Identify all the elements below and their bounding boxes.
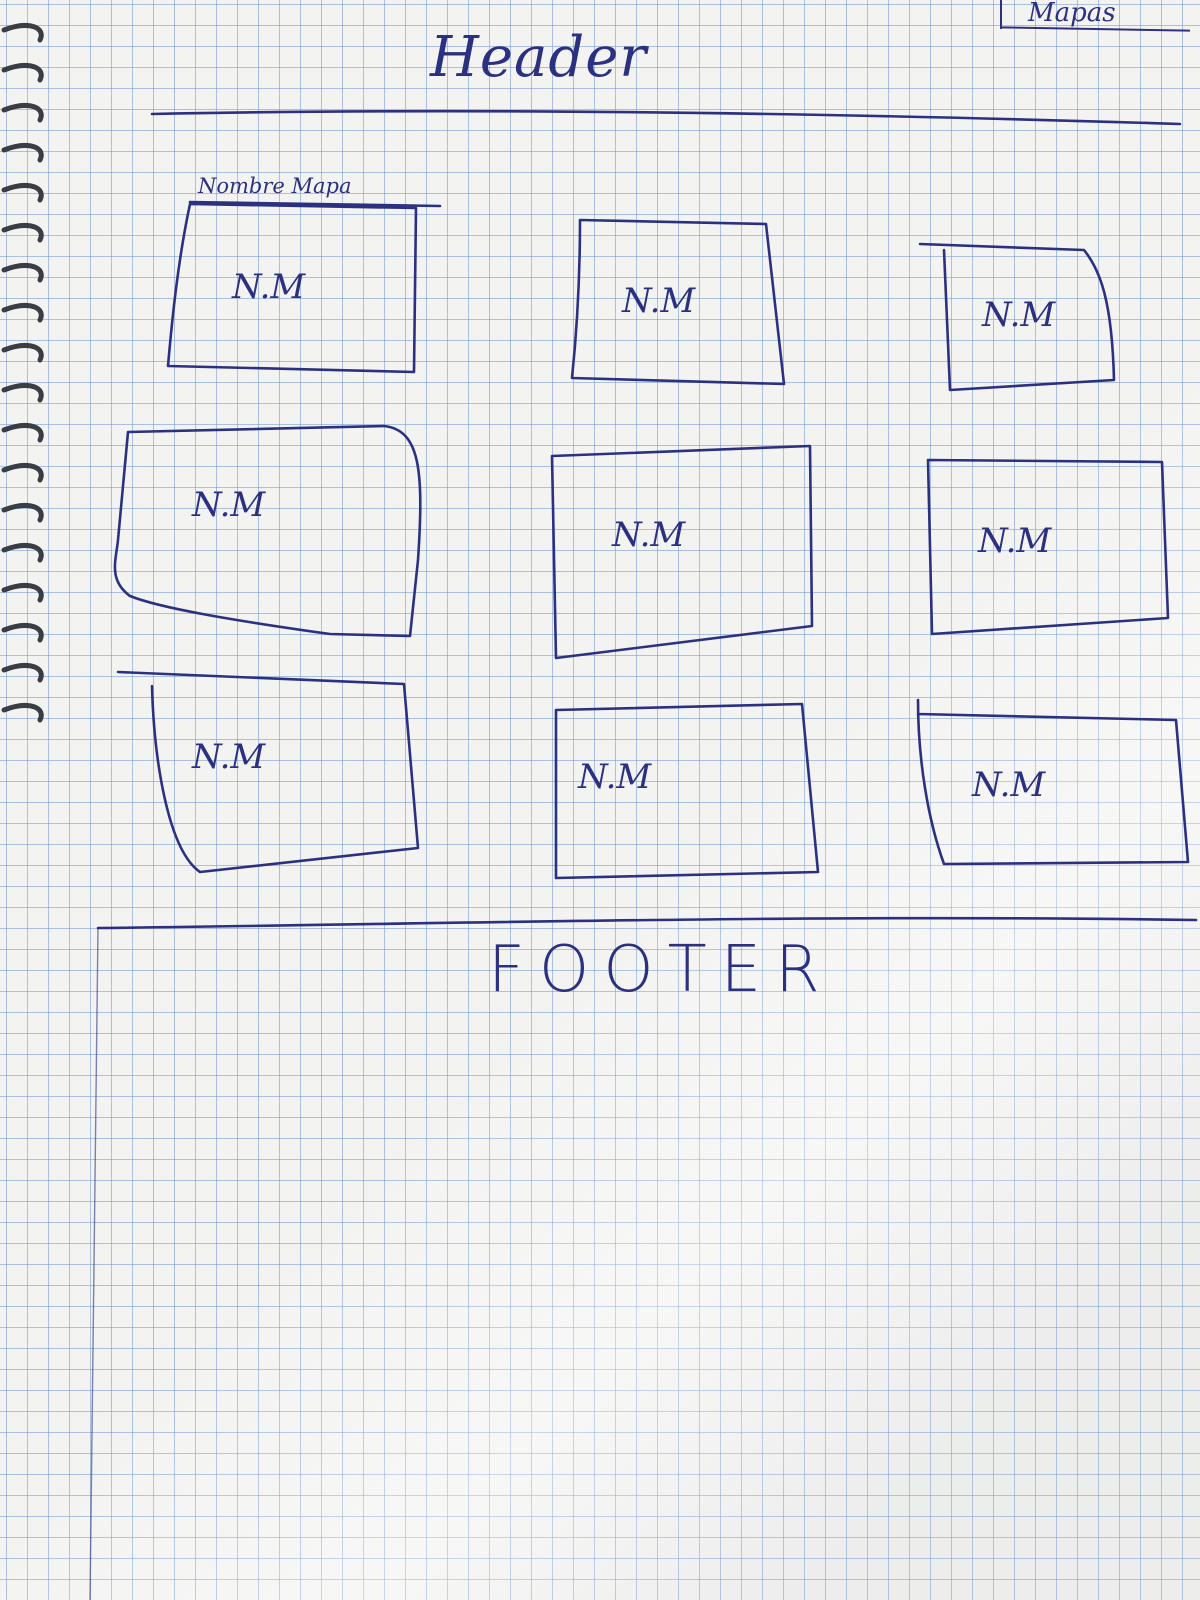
map-card-label[interactable]: N.M — [982, 295, 1056, 335]
card-caption-underline — [188, 200, 442, 208]
spiral-binding — [1, 23, 44, 723]
map-card-label[interactable]: N.M — [232, 267, 306, 307]
nav-link-maps[interactable]: Mapas — [1028, 0, 1116, 28]
map-card-label[interactable]: N.M — [612, 515, 686, 555]
map-card-label[interactable]: N.M — [192, 485, 266, 525]
header-divider — [150, 109, 1182, 126]
header-title: Header — [430, 25, 648, 90]
page-margin-line — [89, 927, 99, 1600]
card-8-frame — [554, 702, 820, 880]
map-name-caption: Nombre Mapa — [198, 174, 352, 198]
card-5-frame — [550, 444, 814, 660]
map-card-label[interactable]: N.M — [192, 737, 266, 777]
card-4-frame — [113, 424, 422, 638]
card-2-frame — [570, 218, 786, 386]
map-card-label[interactable]: N.M — [978, 521, 1052, 561]
footer-divider — [96, 916, 1198, 930]
map-card-label[interactable]: N.M — [622, 281, 696, 321]
card-7-frame — [116, 670, 420, 874]
card-3-frame — [918, 242, 1116, 392]
card-1-frame — [166, 202, 418, 374]
footer-title: FOOTER — [488, 933, 834, 1007]
map-card-label[interactable]: N.M — [578, 757, 652, 797]
maps-tag-bracket — [1000, 0, 1002, 29]
map-card-label[interactable]: N.M — [972, 765, 1046, 805]
card-9-frame — [916, 698, 1190, 866]
card-6-frame — [926, 458, 1170, 636]
